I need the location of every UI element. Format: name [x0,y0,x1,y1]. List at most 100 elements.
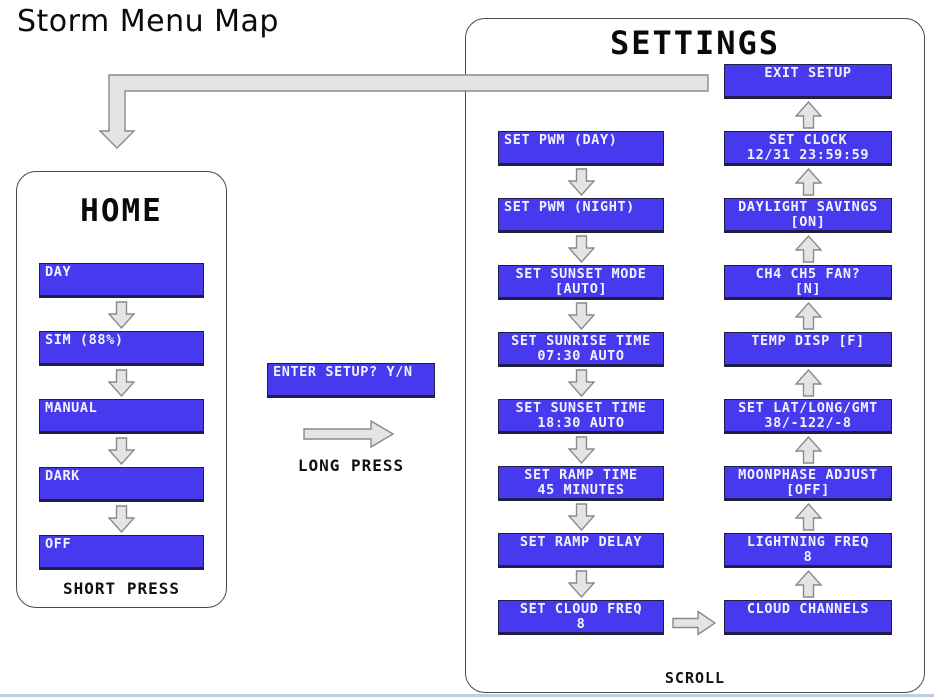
lcd-text-line1: SET RAMP DELAY [519,534,643,550]
lcd-text-line1: MANUAL [45,400,98,416]
down-arrow-icon [498,501,664,533]
lcd-text-line2 [499,148,663,163]
lcd-screen: SET SUNSET MODE[AUTO] [498,265,664,300]
bottom-divider [0,694,934,697]
lcd-screen: MOONPHASE ADJUST[OFF] [724,466,892,501]
enter-setup-group: ENTER SETUP? Y/N LONG PRESS [267,363,435,475]
lcd-text-line1: OFF [45,536,72,552]
down-arrow-icon [39,502,204,535]
up-arrow-icon [724,233,892,265]
settings-panel: SETTINGS SET PWM (DAY)SET PWM (NIGHT)SET… [465,18,925,693]
lcd-screen: DAY [39,263,204,298]
lcd-text-line2 [268,380,434,395]
lcd-text-line2 [499,550,663,565]
lcd-screen: SIM (88%) [39,331,204,366]
lcd-text-line2 [40,484,203,499]
lcd-screen: EXIT SETUP [724,64,892,99]
lcd-text-line2: 07:30 AUTO [537,348,625,364]
up-arrow-icon [724,434,892,466]
lcd-screen: MANUAL [39,399,204,434]
down-arrow-icon [498,367,664,399]
up-arrow-icon [724,166,892,198]
lcd-text-line1: SET SUNSET TIME [515,400,647,416]
lcd-text-line2 [40,280,203,295]
lcd-text-line2 [40,552,203,567]
lcd-text-line1: DAYLIGHT SAVINGS [738,199,878,215]
lcd-text-line1: SET LAT/LONG/GMT [738,400,878,416]
down-arrow-icon [498,233,664,265]
lcd-text-line1: SIM (88%) [45,332,124,348]
lcd-screen: DARK [39,467,204,502]
lcd-text-line1: SET RAMP TIME [524,467,638,483]
home-panel: HOME DAY SIM (88%) MANUAL DARK OFF SHORT PRE… [16,171,227,608]
lcd-text-line2: 38/-122/-8 [764,415,852,431]
lcd-screen: SET PWM (DAY) [498,131,664,166]
lcd-screen: CH4 CH5 FAN?[N] [724,265,892,300]
lcd-text-line2 [725,349,891,364]
lcd-screen: SET RAMP DELAY [498,533,664,568]
long-press-label: LONG PRESS [297,456,405,475]
lcd-text-line2 [499,215,663,230]
up-arrow-icon [724,300,892,332]
lcd-text-line2: 18:30 AUTO [537,415,625,431]
lcd-text-line2 [40,348,203,363]
lcd-text-line1: SET SUNSET MODE [515,266,647,282]
down-arrow-icon [39,366,204,399]
lcd-text-line2: [N] [794,281,822,297]
down-arrow-icon [498,434,664,466]
lcd-text-line2: [OFF] [786,482,830,498]
lcd-text-line1: TEMP DISP [F] [751,333,865,349]
lcd-text-line1: LIGHTNING FREQ [746,534,870,550]
up-arrow-icon [724,367,892,399]
lcd-text-line1: DAY [45,264,72,280]
lcd-text-line1: SET CLOCK [768,132,848,148]
page-title: Storm Menu Map [17,4,279,39]
up-arrow-icon [724,501,892,533]
lcd-text-line1: EXIT SETUP [764,65,852,81]
lcd-screen: TEMP DISP [F] [724,332,892,367]
scroll-label: SCROLL [664,669,726,687]
lcd-screen: CLOUD CHANNELS [724,600,892,635]
lcd-text-line2 [40,416,203,431]
down-arrow-icon [498,568,664,600]
up-arrow-icon [724,568,892,600]
up-arrow-icon [724,99,892,131]
down-arrow-icon [39,298,204,331]
down-arrow-icon [39,434,204,467]
down-arrow-icon [498,300,664,332]
lcd-screen: ENTER SETUP? Y/N [267,363,435,398]
scroll-right-arrow-icon [672,610,717,636]
home-panel-title: HOME [80,193,163,229]
settings-panel-title: SETTINGS [609,24,781,62]
short-press-label: SHORT PRESS [63,579,180,598]
lcd-text-line2 [725,81,891,96]
long-press-right-arrow-icon [303,419,435,449]
lcd-text-line1: SET SUNRISE TIME [511,333,651,349]
lcd-screen: DAYLIGHT SAVINGS[ON] [724,198,892,233]
lcd-text-line2: [ON] [790,214,826,230]
home-menu-column: DAY SIM (88%) MANUAL DARK OFF [39,263,204,570]
lcd-text-line1: SET PWM (DAY) [504,132,618,148]
lcd-text-line1: CH4 CH5 FAN? [755,266,861,282]
settings-left-column: SET PWM (DAY) SET PWM (NIGHT) SET SUNSET M… [498,131,664,635]
lcd-screen: SET PWM (NIGHT) [498,198,664,233]
lcd-text-line2: 8 [803,549,813,565]
lcd-text-line2: [AUTO] [554,281,608,297]
lcd-text-line1: CLOUD CHANNELS [746,601,870,617]
lcd-screen: OFF [39,535,204,570]
lcd-text-line2: 45 MINUTES [537,482,625,498]
enter-setup-lcd-slot: ENTER SETUP? Y/N [267,363,435,398]
lcd-text-line2: 8 [576,616,586,632]
lcd-text-line1: MOONPHASE ADJUST [738,467,878,483]
lcd-text-line2 [725,617,891,632]
lcd-text-line1: SET PWM (NIGHT) [504,199,635,215]
